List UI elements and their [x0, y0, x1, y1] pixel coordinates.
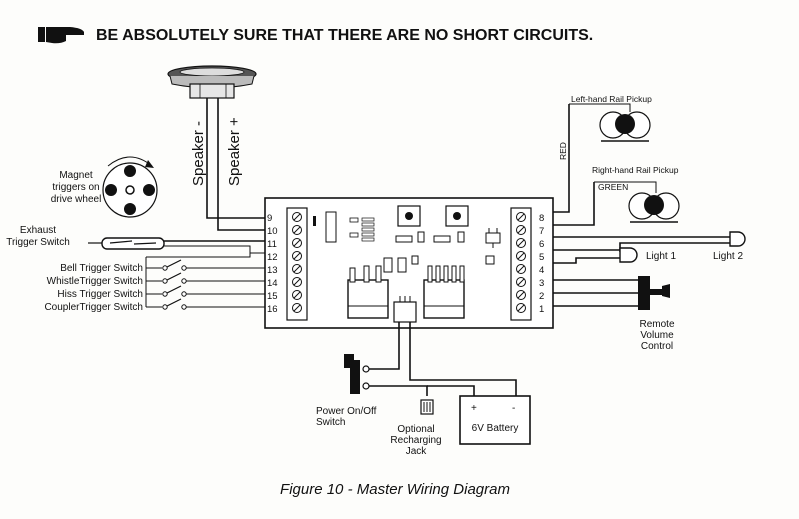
switch-label-hiss: Hiss Trigger Switch	[57, 289, 143, 300]
recharging-jack-label-3: Jack	[406, 446, 428, 457]
exhaust-label-1: Exhaust	[20, 225, 56, 236]
terminal-15: 15	[267, 291, 278, 302]
terminal-10: 10	[267, 226, 278, 237]
switch-label-bell: Bell Trigger Switch	[60, 263, 143, 274]
light-2-label: Light 2	[713, 251, 743, 262]
light-1-bulb-icon	[619, 247, 638, 263]
battery-plus-label: +	[471, 403, 477, 414]
terminal-3: 3	[539, 278, 544, 289]
exhaust-label-2: Trigger Switch	[6, 237, 70, 248]
speaker-minus-label: Speaker -	[190, 121, 207, 186]
left-terminal-numbers: 9 10 11 12 13 14 15 16	[267, 213, 278, 315]
terminal-11: 11	[267, 239, 277, 250]
switch-label-coupler: CouplerTrigger Switch	[44, 302, 143, 313]
green-wire-label: GREEN	[598, 182, 628, 192]
terminal-7: 7	[539, 226, 544, 237]
reed-switch-icon	[88, 237, 165, 250]
power-switch-label-2: Switch	[316, 417, 345, 428]
recharging-jack-label-2: Recharging	[390, 435, 441, 446]
pointing-hand-icon	[38, 27, 84, 44]
volume-potentiometer-icon	[638, 276, 670, 310]
power-switch-label-1: Power On/Off	[316, 406, 377, 417]
terminal-4: 4	[539, 265, 544, 276]
battery-icon	[459, 395, 531, 445]
magnet-label-1: Magnet	[59, 170, 93, 181]
light-1-label: Light 1	[646, 251, 676, 262]
left-terminal-screws	[292, 212, 302, 313]
figure-caption: Figure 10 - Master Wiring Diagram	[280, 481, 510, 498]
left-rail-pickup-icon	[599, 111, 651, 142]
recharging-jack-label-1: Optional	[397, 424, 434, 435]
magnet-label-3: drive wheel	[51, 194, 102, 205]
light-2-bulb-icon	[729, 231, 746, 247]
terminal-1: 1	[539, 304, 544, 315]
speaker-icon	[167, 65, 257, 99]
terminal-13: 13	[267, 265, 278, 276]
left-rail-pickup-label: Left-hand Rail Pickup	[571, 94, 652, 104]
right-rail-pickup-icon	[628, 192, 680, 223]
power-switch-icon	[344, 354, 370, 394]
warning-text: BE ABSOLUTELY SURE THAT THERE ARE NO SHO…	[96, 27, 593, 44]
terminal-6: 6	[539, 239, 544, 250]
switch-label-whistle: WhistleTrigger Switch	[47, 276, 143, 287]
speaker-plus-label: Speaker +	[226, 117, 243, 186]
remote-volume-label-3: Control	[641, 341, 673, 352]
terminal-16: 16	[267, 304, 278, 315]
remote-volume-label-1: Remote	[639, 319, 674, 330]
battery-minus-label: -	[512, 403, 515, 414]
recharging-jack-icon	[420, 399, 434, 415]
magnet-label-2: triggers on	[52, 182, 99, 193]
battery-label: 6V Battery	[472, 423, 519, 434]
right-terminal-numbers: 8 7 6 5 4 3 2 1	[539, 213, 544, 315]
terminal-12: 12	[267, 252, 278, 263]
red-wire-label: RED	[558, 142, 568, 160]
terminal-14: 14	[267, 278, 278, 289]
remote-volume-label-2: Volume	[640, 330, 674, 341]
board-components	[313, 205, 501, 323]
right-rail-pickup-label: Right-hand Rail Pickup	[592, 165, 679, 175]
trigger-switches: Bell Trigger Switch WhistleTrigger Switc…	[44, 253, 265, 313]
terminal-5: 5	[539, 252, 544, 263]
terminal-2: 2	[539, 291, 544, 302]
terminal-9: 9	[267, 213, 272, 224]
drive-wheel-magnet-icon	[102, 156, 158, 218]
right-terminal-screws	[516, 212, 526, 313]
terminal-8: 8	[539, 213, 544, 224]
